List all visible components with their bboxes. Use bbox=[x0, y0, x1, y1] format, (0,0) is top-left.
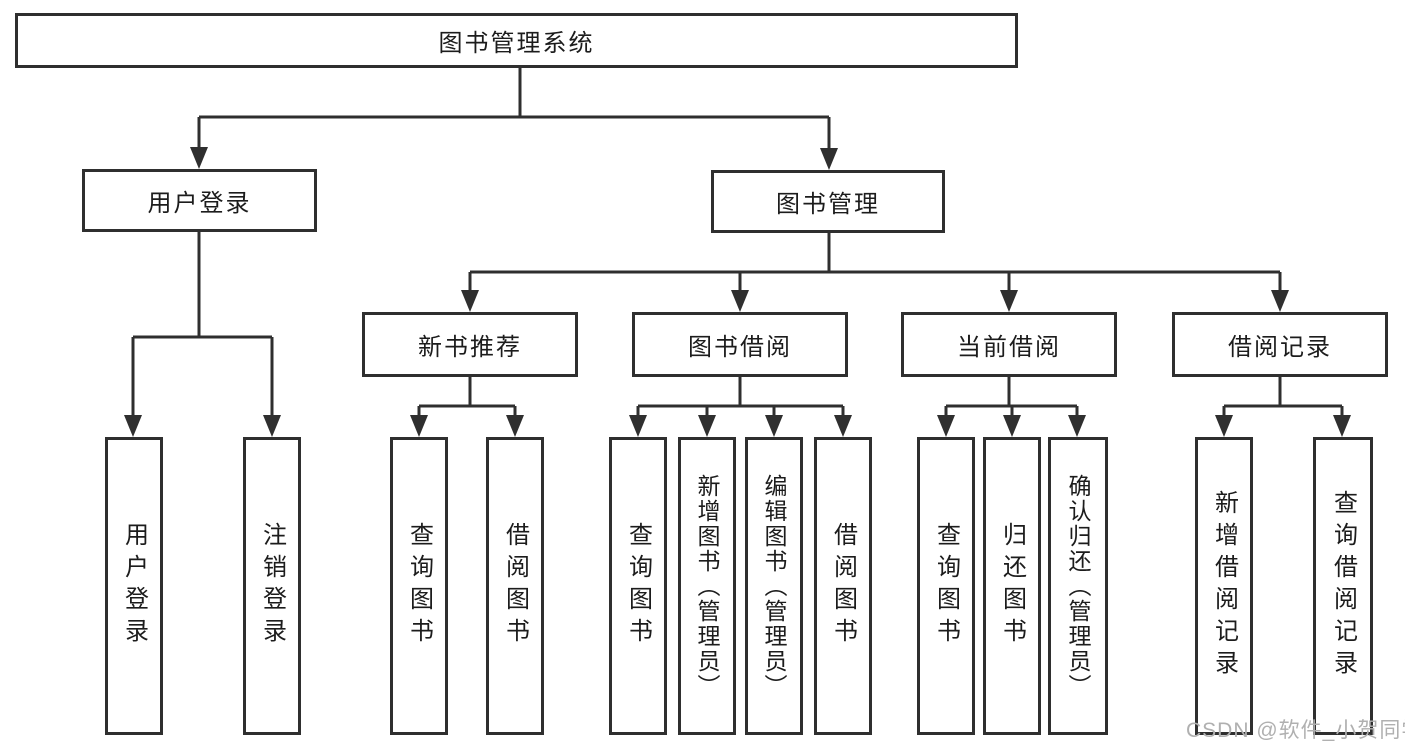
arrowhead bbox=[1068, 415, 1086, 437]
connector-book-mgmt-to-level3 bbox=[468, 233, 1282, 295]
leaf-edit-book-admin: 编辑图书（管理员） bbox=[745, 437, 803, 735]
arrowhead bbox=[834, 415, 852, 437]
leaf-recommend-borrow-books: 借阅图书 bbox=[486, 437, 544, 735]
leaf-confirm-return-admin: 确认归还（管理员） bbox=[1048, 437, 1108, 735]
arrowhead bbox=[124, 415, 142, 437]
leaf-add-book-admin: 新增图书（管理员） bbox=[678, 437, 736, 735]
arrowhead bbox=[1333, 415, 1351, 437]
leaf-query-borrow-record: 查询借阅记录 bbox=[1313, 437, 1373, 735]
leaf-recommend-query-books: 查询图书 bbox=[390, 437, 448, 735]
arrowhead bbox=[410, 415, 428, 437]
arrowhead bbox=[1000, 290, 1018, 312]
arrowhead bbox=[1003, 415, 1021, 437]
arrowhead bbox=[731, 290, 749, 312]
connector-root-to-level2 bbox=[197, 68, 831, 152]
arrowhead bbox=[698, 415, 716, 437]
node-current-borrowing: 当前借阅 bbox=[901, 312, 1117, 377]
leaf-add-borrow-record: 新增借阅记录 bbox=[1195, 437, 1253, 735]
arrowhead bbox=[937, 415, 955, 437]
leaf-current-query-books: 查询图书 bbox=[917, 437, 975, 735]
node-borrowing-records: 借阅记录 bbox=[1172, 312, 1388, 377]
node-book-borrowing: 图书借阅 bbox=[632, 312, 848, 377]
connector-current-borrow-children bbox=[944, 377, 1079, 420]
leaf-borrow-books: 借阅图书 bbox=[814, 437, 872, 735]
leaf-logout: 注销登录 bbox=[243, 437, 301, 735]
arrowhead bbox=[263, 415, 281, 437]
node-book-management: 图书管理 bbox=[711, 170, 945, 233]
csdn-watermark: CSDN @软件_小贺同学 bbox=[1186, 719, 1405, 742]
arrowhead bbox=[820, 148, 838, 170]
arrowhead bbox=[1215, 415, 1233, 437]
arrowhead bbox=[1271, 290, 1289, 312]
node-user-login: 用户登录 bbox=[82, 169, 317, 232]
arrowhead bbox=[461, 290, 479, 312]
connector-new-book-children bbox=[417, 377, 517, 420]
connector-user-login-children bbox=[131, 231, 274, 420]
leaf-user-login: 用户登录 bbox=[105, 437, 163, 735]
arrowhead bbox=[190, 147, 208, 169]
leaf-return-books: 归还图书 bbox=[983, 437, 1041, 735]
connector-book-borrow-children bbox=[636, 377, 845, 420]
arrowhead bbox=[765, 415, 783, 437]
node-new-book-recommend: 新书推荐 bbox=[362, 312, 578, 377]
leaf-borrow-query-books: 查询图书 bbox=[609, 437, 667, 735]
node-root-system: 图书管理系统 bbox=[15, 13, 1018, 68]
connector-borrow-record-children bbox=[1222, 377, 1344, 420]
arrowhead bbox=[506, 415, 524, 437]
arrowhead bbox=[629, 415, 647, 437]
